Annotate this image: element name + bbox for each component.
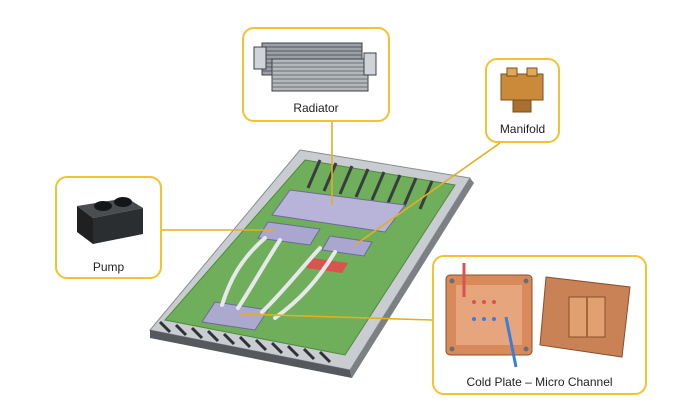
leader-lines (162, 122, 501, 321)
chassis-right-edge (350, 178, 474, 378)
cold-plate-leader-line (239, 313, 433, 321)
radiator-label: Radiator (293, 101, 339, 115)
front-drive-bays (158, 320, 332, 364)
cold-plate-label: Cold Plate – Micro Channel (466, 375, 613, 389)
manifold-callout: Manifold (485, 58, 560, 143)
manifold-label: Manifold (499, 122, 546, 136)
pump-label: Pump (92, 260, 125, 274)
cold-plate-callout: Cold Plate – Micro Channel (432, 255, 647, 395)
manifold-image (500, 67, 544, 113)
pump-image (77, 197, 143, 244)
cold-plate-block (201, 301, 269, 331)
pump-callout: Pump (55, 176, 162, 279)
pump-block (257, 221, 321, 246)
cold-plate-image (445, 263, 631, 368)
radiator-block (271, 189, 406, 233)
radiator-callout: Radiator (242, 27, 390, 122)
chassis-front-edge (150, 330, 352, 378)
radiator-image (253, 42, 377, 92)
coolant-tubing (220, 236, 337, 320)
manifold-leader-line (354, 142, 501, 246)
